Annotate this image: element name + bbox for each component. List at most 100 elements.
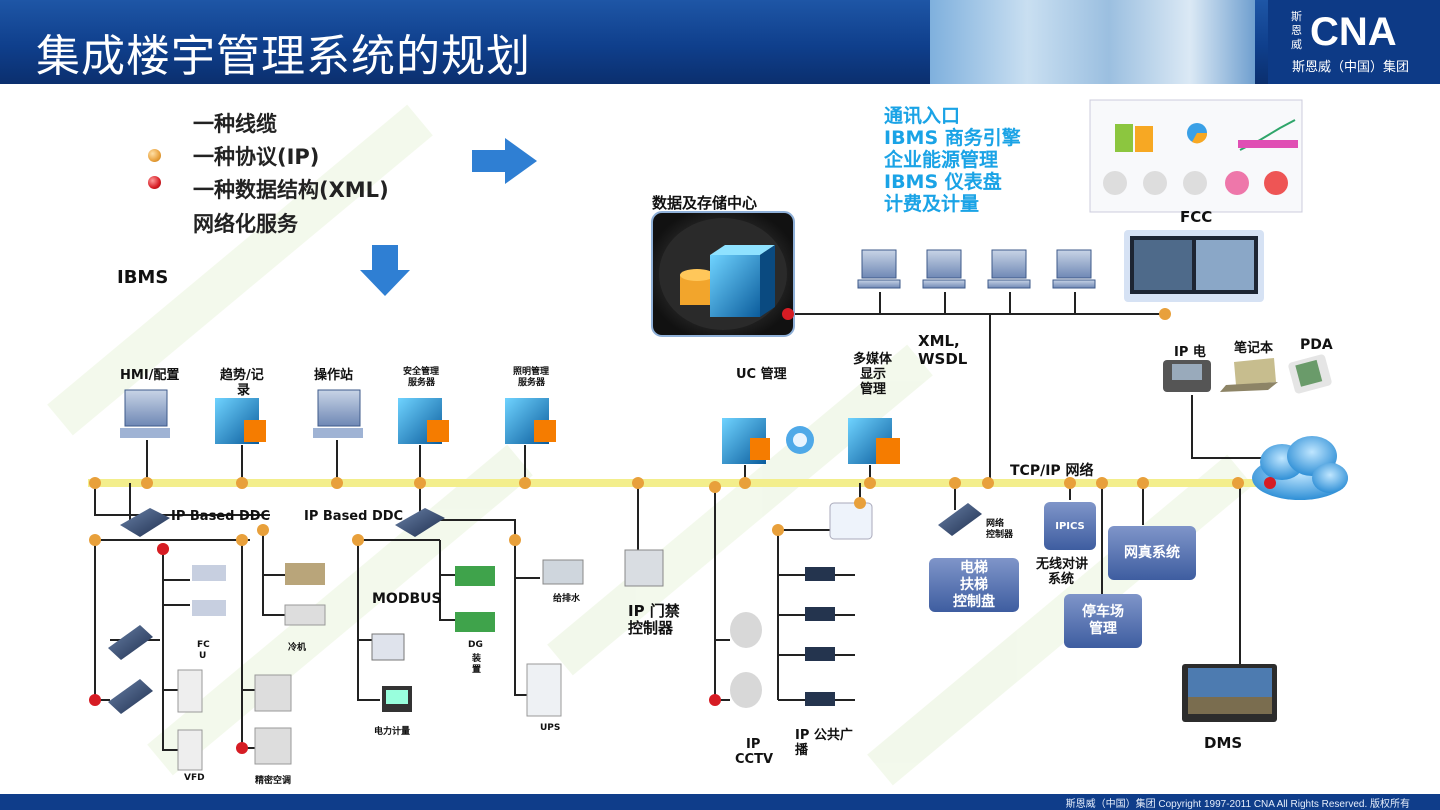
intro-item: 一种数据结构(XML) xyxy=(193,178,389,202)
page-title: 集成楼宇管理系统的规划 xyxy=(36,31,531,82)
dms-tv-icon xyxy=(1182,664,1277,722)
parking-box: 停车场 管理 xyxy=(1064,594,1142,648)
lighting-label: 照明管理 xyxy=(513,367,550,377)
fcu-label: FC xyxy=(197,640,210,650)
trend-server-icon xyxy=(215,398,266,444)
cctv-label: IP xyxy=(746,737,761,752)
data-center-label: 数据及存储中心 xyxy=(652,194,758,212)
logo-seal: 斯恩威 xyxy=(1291,10,1302,51)
uc-phone-icon xyxy=(786,426,814,454)
ip-bus xyxy=(88,479,1278,487)
water-label: 给排水 xyxy=(553,594,581,604)
uc-server-icon xyxy=(722,418,770,464)
data-center-icon xyxy=(651,211,795,337)
footer-copyright: 斯恩威（中国）集团 Copyright 1997-2011 CNA All Ri… xyxy=(1065,799,1410,810)
fcc-screen xyxy=(1124,230,1264,302)
dg-label-2: 装 xyxy=(472,654,482,664)
arrow-right-icon xyxy=(472,138,537,184)
intro-item: 一种线缆 xyxy=(193,112,277,136)
fcc-label: FCC xyxy=(1180,208,1213,226)
wsdl-label: WSDL xyxy=(918,350,968,368)
notebook-icon xyxy=(1220,358,1278,392)
logo-subtitle: 斯恩威（中国）集团 xyxy=(1292,60,1410,75)
trend-label-2: 录 xyxy=(237,383,251,398)
xml-label: XML, xyxy=(918,332,960,350)
multimedia-label-2: 显示 xyxy=(860,367,887,382)
uc-label: UC 管理 xyxy=(736,367,787,382)
security-server-icon xyxy=(398,398,449,444)
workstations xyxy=(857,249,1096,289)
ibms-label: IBMS xyxy=(117,267,169,288)
hmi-monitor-icon xyxy=(120,389,170,438)
cctv-label-2: CCTV xyxy=(735,752,774,767)
logo-panel xyxy=(1268,0,1440,84)
security-label: 安全管理 xyxy=(403,367,440,377)
elevator-label: 电梯 xyxy=(960,559,988,576)
network-nodes xyxy=(89,308,1276,754)
field-equipment-icons xyxy=(177,502,873,771)
elevator-label-2: 扶梯 xyxy=(960,576,988,593)
header-photo xyxy=(930,0,1255,84)
lighting-server-icon xyxy=(505,398,556,444)
net-ctrl-label-2: 控制器 xyxy=(986,530,1014,540)
trend-label: 趋势/记 xyxy=(220,368,264,383)
ddc-device-icons xyxy=(108,503,982,714)
dg-label-3: 置 xyxy=(472,665,482,675)
multimedia-server-icon xyxy=(848,418,900,464)
op-label: 操作站 xyxy=(314,368,354,383)
watermark xyxy=(47,104,1253,786)
service-item: IBMS 仪表盘 xyxy=(884,171,1002,193)
precision-ac-label: 精密空调 xyxy=(255,776,292,786)
modbus-label: MODBUS xyxy=(372,591,442,607)
logo-text: CNA xyxy=(1310,10,1397,54)
chiller-label: 冷机 xyxy=(288,643,307,653)
vfd-label: VFD xyxy=(184,773,205,783)
ip-phone-icon xyxy=(1163,360,1211,392)
service-item: 通讯入口 xyxy=(884,105,961,127)
dms-label: DMS xyxy=(1204,734,1243,752)
access-label: IP 门禁 xyxy=(628,602,680,620)
lighting-label-2: 服务器 xyxy=(518,378,546,388)
security-label-2: 服务器 xyxy=(408,378,436,388)
bullet-red xyxy=(148,176,161,189)
net-ctrl-label: 网络 xyxy=(986,519,1005,529)
fcu-label-2: U xyxy=(199,651,207,661)
access-label-2: 控制器 xyxy=(628,619,674,637)
footer-bar xyxy=(0,794,1440,810)
elevator-box: 电梯 扶梯 控制盘 xyxy=(929,558,1019,612)
intercom-label: 无线对讲 xyxy=(1036,557,1089,572)
cloud-icon xyxy=(1252,436,1348,500)
service-item: IBMS 商务引擎 xyxy=(884,127,1021,149)
service-item: 计费及计量 xyxy=(884,193,980,215)
dg-label: DG xyxy=(468,640,483,650)
pa-label: IP 公共广 xyxy=(795,728,853,743)
intercom-label-2: 系统 xyxy=(1048,572,1075,587)
elevator-label-3: 控制盘 xyxy=(953,593,995,610)
pa-label-2: 播 xyxy=(795,743,809,758)
power-label: 电力计量 xyxy=(374,727,411,737)
hmi-label: HMI/配置 xyxy=(120,368,180,383)
ups-label: UPS xyxy=(540,723,561,733)
multimedia-label: 多媒体 xyxy=(853,352,893,367)
ip-phone-label: IP 电 xyxy=(1174,345,1206,360)
arrow-down-icon xyxy=(360,245,410,296)
bullet-orange xyxy=(148,149,161,162)
service-item: 企业能源管理 xyxy=(884,149,999,171)
ipics-box: IPICS xyxy=(1044,502,1096,550)
intro-item: 一种协议(IP) xyxy=(193,145,320,169)
intro-item: 网络化服务 xyxy=(193,212,298,236)
multimedia-label-3: 管理 xyxy=(860,382,887,397)
parking-label: 停车场 xyxy=(1082,604,1124,620)
dashboard-thumbnail xyxy=(1089,99,1303,213)
notebook-label: 笔记本 xyxy=(1234,341,1274,356)
ddc1-label: IP Based DDC xyxy=(171,509,271,524)
parking-label-2: 管理 xyxy=(1089,621,1117,637)
tcpip-label: TCP/IP 网络 xyxy=(1010,463,1094,479)
op-monitor-icon xyxy=(313,389,363,438)
pda-icon xyxy=(1288,354,1332,394)
ddc2-label: IP Based DDC xyxy=(304,509,404,524)
pda-label: PDA xyxy=(1300,337,1333,353)
fax-box: 网真系统 xyxy=(1108,526,1196,580)
